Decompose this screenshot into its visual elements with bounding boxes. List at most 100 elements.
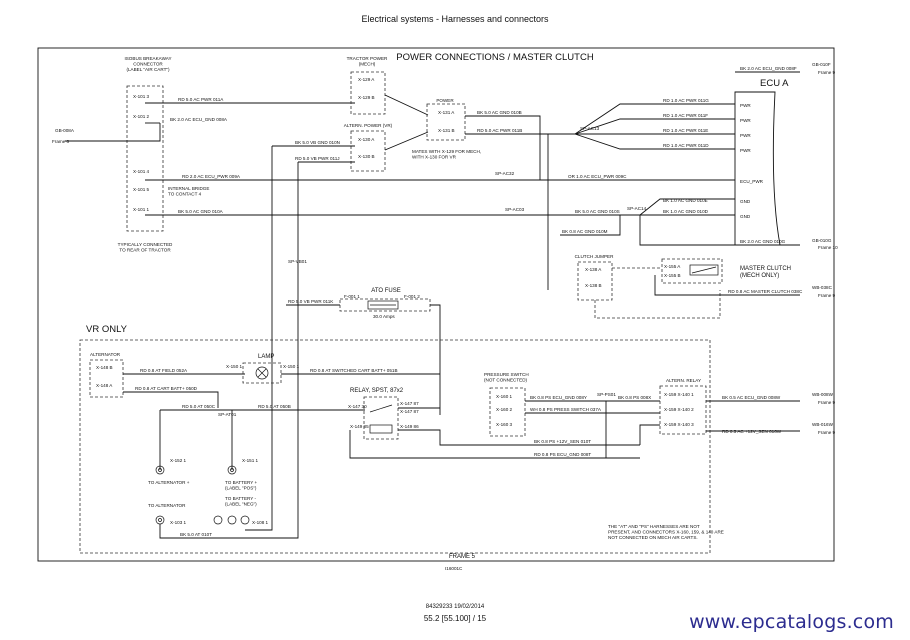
- altern-power-connector: ALTERN. POWER (VR) X-130 A X-130 B: [344, 123, 393, 172]
- lamp-title: LAMP: [258, 354, 274, 360]
- wire-label: BK 5.0 VB GND 010N: [295, 140, 340, 145]
- diagram-frame: [37, 47, 835, 562]
- altern-relay-title: ALTERN. RELAY: [666, 378, 701, 383]
- svg-text:X-160 3: X-160 3: [496, 422, 513, 427]
- svg-text:X-147 30: X-147 30: [348, 404, 367, 409]
- ecu-title: ECU A: [760, 78, 789, 89]
- alternator-title: ALTERNATOR: [90, 352, 121, 357]
- svg-text:X-159 X-140 1: X-159 X-140 1: [664, 392, 694, 397]
- relay-title: RELAY, SPST, 87x2: [350, 388, 404, 394]
- wire-label: WH 0.8 PS PRESS SWITCH 037A: [530, 407, 602, 412]
- svg-text:X-147 87: X-147 87: [400, 401, 419, 406]
- svg-text:TO BATTERY +(LABEL "POS"): TO BATTERY +(LABEL "POS"): [225, 480, 258, 491]
- wire-label: BK 5.0 AC GND 010B: [477, 110, 522, 115]
- footer-code: 84329233 19/02/2014: [425, 604, 485, 610]
- frame-label: FRAME 5: [449, 554, 476, 560]
- ground-frame: Frame 10: [818, 245, 838, 250]
- ato-fuse: ATO FUSE F-001 1 F-001 2 30.0 Amps: [339, 288, 431, 319]
- footer-page: 55.2 [55.100] / 15: [423, 614, 487, 623]
- wire-label: RD 0.8 AC MASTER CLUTCH 038C: [728, 289, 803, 294]
- svg-text:X-151 1: X-151 1: [242, 458, 259, 463]
- ecu-pin: PWR: [740, 133, 751, 138]
- wire-label: BK 5.0 AC GND 010S: [575, 209, 620, 214]
- svg-text:F-001 1: F-001 1: [344, 294, 360, 299]
- reference-code: I16001C: [445, 566, 463, 571]
- pressure-switch: PRESSURE SWITCH(NOT CONNECTED) X-160 1 X…: [484, 372, 529, 437]
- pressure-switch-title: PRESSURE SWITCH(NOT CONNECTED): [484, 372, 529, 383]
- wire-label: RD 0.8 AT FIELD 052A: [140, 368, 188, 373]
- wire-label: RD 1.0 AC PWR 011E: [663, 128, 708, 133]
- wire-label: OR 1.0 AC ECU_PWR 009C: [568, 174, 627, 179]
- wire-label: RD 0.5 AC +12V_SEN 016W: [722, 429, 782, 434]
- wire-label: RD 5.0 AC PWR 011A: [178, 97, 224, 102]
- wire-label: RD 5.0 VB PWR 011K: [288, 299, 334, 304]
- svg-text:X-149 86: X-149 86: [400, 424, 419, 429]
- wire-label: RD 0.8 PS ECU_GND 008T: [534, 452, 591, 457]
- lamp: LAMP X-150 1 X-150 1: [226, 354, 300, 384]
- master-clutch-title: MASTER CLUTCH(MECH ONLY): [740, 266, 791, 279]
- ground-frame: Frame 6: [52, 139, 70, 144]
- ecu-a: ECU A PWR PWR PWR PWR ECU_PWR GND GND: [734, 78, 789, 246]
- wire-label: BK 0.8 PS ECU_GND 008Y: [530, 395, 587, 400]
- ground-frame: Frame 9: [818, 70, 836, 75]
- master-clutch: X-155 A X-155 B MASTER CLUTCH(MECH ONLY): [661, 258, 791, 284]
- wire-label: BK 2.0 AC ECU_GND 008F: [740, 66, 797, 71]
- wire-label: BK 0.8 PS 008X: [618, 395, 651, 400]
- wire-label: RD 1.0 AC PWR 011G: [663, 98, 709, 103]
- svg-text:TO ALTERNATOR +: TO ALTERNATOR +: [148, 480, 190, 485]
- diagram-title: POWER CONNECTIONS / MASTER CLUTCH: [396, 52, 594, 63]
- svg-text:X-129 A: X-129 A: [358, 77, 375, 82]
- power-note: MATES WITH X-129 FOR MECH,WITH X-130 FOR…: [412, 149, 481, 160]
- ground-label: WB-016W: [812, 422, 834, 427]
- isobus-pin: X-101 3: [133, 94, 150, 99]
- svg-text:X-138 A: X-138 A: [585, 267, 602, 272]
- ato-fuse-title: ATO FUSE: [371, 288, 400, 294]
- altern-power-title: ALTERN. POWER (VR): [344, 123, 393, 128]
- wire-label: BK 2.0 AC GND 010G: [740, 239, 786, 244]
- svg-text:X-148 B: X-148 B: [96, 365, 113, 370]
- wire-label: RD 0.8 AT CART BATT+ 050D: [135, 386, 198, 391]
- wire-label: BK 2.0 AC ECU_GND 008A: [170, 117, 228, 122]
- svg-text:X-152 1: X-152 1: [170, 458, 187, 463]
- terminal-to-alternator-plus: X-152 1 TO ALTERNATOR +: [148, 458, 190, 485]
- wire-label: RD 5.0 AT 050C: [182, 404, 216, 409]
- isobus-box: [126, 85, 164, 232]
- wire-label: BK 0.8 PS +12V_SEN 010T: [534, 439, 591, 444]
- ground-label: GB-008A: [55, 128, 75, 133]
- ecu-pin: PWR: [740, 103, 751, 108]
- wire-label: RD 5.0 AC PWR 011B: [477, 128, 522, 133]
- ground-label: GB-010G: [812, 238, 832, 243]
- wire-label: RD 1.0 AC PWR 011F: [663, 113, 708, 118]
- wire-label: RD 0.8 AT SWITCHED CART BATT+ 051B: [310, 368, 398, 373]
- svg-text:X-159 X-140 2: X-159 X-140 2: [664, 407, 694, 412]
- splice-label: SP-AT01: [218, 412, 237, 417]
- terminal-to-alternator: TO ALTERNATOR X-103 1: [148, 503, 187, 525]
- svg-text:X-150 1: X-150 1: [226, 364, 243, 369]
- splice-label: SP-AC13: [580, 126, 600, 131]
- wire-label: BK 0.8 AC GND 010M: [562, 229, 608, 234]
- svg-text:X-160 1: X-160 1: [496, 394, 513, 399]
- isobus-pin: X-101 1: [133, 207, 150, 212]
- splice-label: SP-AC14: [627, 206, 647, 211]
- splice-label: SP-PS01: [597, 392, 616, 397]
- power-connector: POWER X-131 A X-131 B MATES WITH X-129 F…: [412, 98, 481, 160]
- clutch-jumper: CLUTCH JUMPER X-138 A X-138 B: [575, 254, 614, 301]
- ground-label: WB-008W: [812, 392, 834, 397]
- svg-text:X-147 87: X-147 87: [400, 409, 419, 414]
- tractor-power-title: TRACTOR POWER(MECH): [347, 56, 388, 67]
- ecu-pin: GND: [740, 199, 751, 204]
- wire-label: RD 5.0 AT 050B: [258, 404, 291, 409]
- svg-text:X-155 A: X-155 A: [664, 264, 681, 269]
- svg-text:F-001 2: F-001 2: [404, 294, 420, 299]
- wire-label: RD 2.0 AC ECU_PWR 009A: [182, 174, 241, 179]
- svg-text:X-130 A: X-130 A: [358, 137, 375, 142]
- terminal-to-battery-minus: TO BATTERY -(LABEL "NEG") X-108 1: [213, 496, 269, 525]
- svg-text:TO BATTERY -(LABEL "NEG"): TO BATTERY -(LABEL "NEG"): [225, 496, 257, 507]
- ground-label: WB-038C: [812, 285, 833, 290]
- svg-text:X-155 B: X-155 B: [664, 273, 681, 278]
